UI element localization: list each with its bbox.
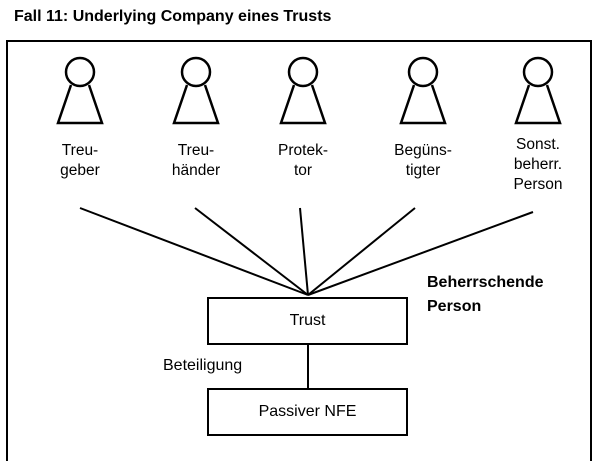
person-label-line: beherr. — [513, 156, 563, 173]
person-protektor: Protek- tor — [253, 55, 353, 181]
connector-sonstige — [307, 211, 534, 296]
person-label-line: tigter — [405, 162, 441, 179]
person-icon — [56, 56, 104, 125]
nfe-box: Passiver NFE — [207, 388, 408, 436]
diagram-title: Fall 11: Underlying Company eines Trusts — [14, 8, 332, 25]
person-label-line: Sonst. — [516, 136, 560, 153]
person-icon — [279, 56, 327, 125]
person-label-line: Begüns- — [394, 142, 452, 159]
connector-protektor — [299, 207, 309, 296]
person-label-line: Treu- — [177, 142, 215, 159]
person-treuhaender: Treu- händer — [146, 55, 246, 181]
connector-treuhaender — [194, 207, 309, 296]
connector-treugeber — [79, 207, 309, 296]
person-label-line: tor — [293, 162, 313, 179]
person-treugeber: Treu- geber — [30, 55, 130, 181]
controlling-label-line: Person — [427, 298, 482, 315]
person-icon — [514, 56, 562, 125]
person-icon — [399, 56, 447, 125]
connector-beguenstigter — [307, 207, 416, 296]
diagram-frame — [6, 40, 592, 461]
person-sonstige: Sonst. beherr. Person — [488, 55, 588, 195]
controlling-label-line: Beherrschende — [427, 274, 544, 291]
person-label-line: Treu- — [61, 142, 99, 159]
controlling-person-label: Beherrschende Person — [427, 271, 544, 319]
person-label-line: geber — [60, 162, 100, 179]
person-label-line: händer — [171, 162, 221, 179]
person-icon — [172, 56, 220, 125]
person-label-line: Person — [513, 176, 563, 193]
nfe-label: Passiver NFE — [258, 403, 357, 420]
holding-label: Beteiligung — [163, 357, 243, 374]
person-label-line: Protek- — [278, 142, 328, 159]
trust-box: Trust — [207, 297, 408, 345]
trust-label: Trust — [289, 312, 326, 329]
person-beguenstigter: Begüns- tigter — [373, 55, 473, 181]
